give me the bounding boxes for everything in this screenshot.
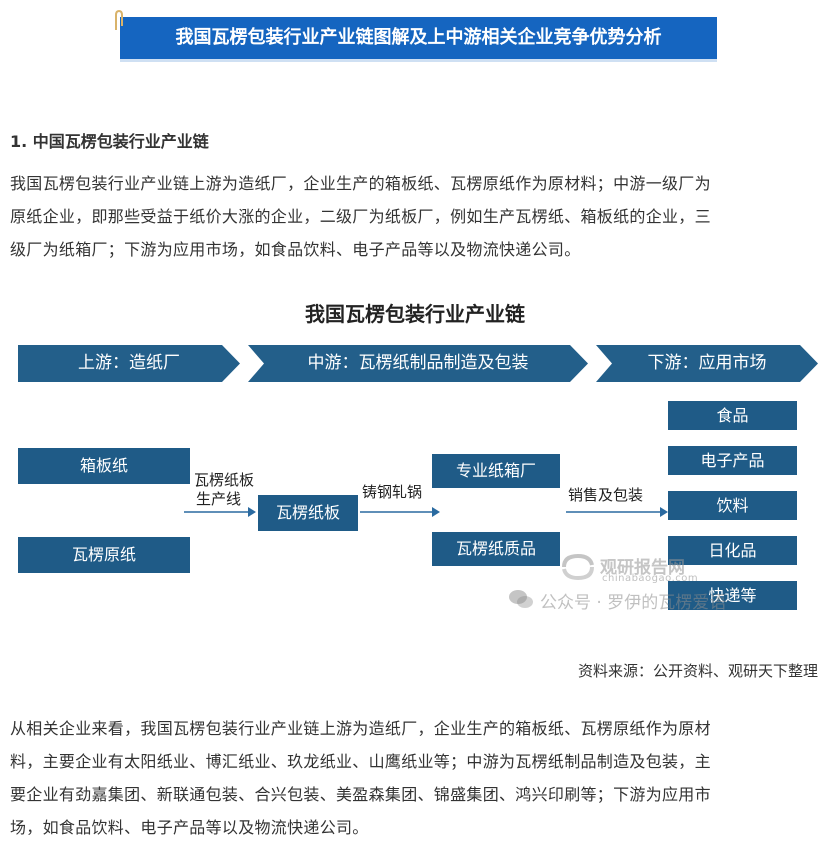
source-note: 资料来源：公开资料、观研天下整理 xyxy=(577,662,818,680)
stage-downstream: 下游：应用市场 xyxy=(596,345,818,382)
industry-chain-diagram: 我国瓦楞包装行业产业链 上游：造纸厂 中游：瓦楞纸制品制造及包装 下游：应用市场… xyxy=(0,290,830,620)
edge-label-casting: 铸钢轧锅 xyxy=(362,483,423,501)
section-heading: 1. 中国瓦楞包装行业产业链 xyxy=(10,132,209,151)
arrow-right-icon xyxy=(184,507,256,517)
downstream-box: 食品 xyxy=(668,401,797,430)
arrow-right-icon xyxy=(360,507,440,517)
closing-line: 从相关企业来看，我国瓦楞包装行业产业链上游为造纸厂，企业生产的箱板纸、瓦楞原纸作… xyxy=(10,719,711,738)
chevron-shape xyxy=(18,345,240,382)
closing-line: 要企业有劲嘉集团、新联通包装、合兴包装、美盈森集团、锦盛集团、鸿兴印刷等；下游为… xyxy=(10,785,711,804)
downstream-box: 日化品 xyxy=(668,536,797,565)
upstream-box: 瓦楞原纸 xyxy=(18,537,190,573)
downstream-box: 快递等 xyxy=(668,581,797,610)
chevron-shape xyxy=(248,345,588,382)
closing-line: 料，主要企业有太阳纸业、博汇纸业、玖龙纸业、山鹰纸业等；中游为瓦楞纸制品制造及包… xyxy=(10,752,711,771)
stage-upstream-label: 上游：造纸厂 xyxy=(78,353,180,373)
arrow-right-icon xyxy=(566,507,668,517)
midstream-box: 专业纸箱厂 xyxy=(432,454,560,488)
article-title: 我国瓦楞包装行业产业链图解及上中游相关企业竞争优势分析 xyxy=(175,27,662,48)
diagram-title: 我国瓦楞包装行业产业链 xyxy=(305,302,525,326)
downstream-box: 电子产品 xyxy=(668,446,797,475)
watermark-account: 公众号 · 罗伊的瓦楞爱语 xyxy=(540,593,727,613)
stage-upstream: 上游：造纸厂 xyxy=(18,345,240,382)
edge-label-line: 瓦楞纸板 xyxy=(194,471,255,489)
stage-midstream-label: 中游：瓦楞纸制品制造及包装 xyxy=(307,353,529,373)
edge-label-sales: 销售及包装 xyxy=(568,486,644,504)
intro-line: 我国瓦楞包装行业产业链上游为造纸厂，企业生产的箱板纸、瓦楞原纸作为原材料；中游一… xyxy=(10,174,711,193)
middle-box: 瓦楞纸板 xyxy=(258,495,358,531)
intro-paragraph: 我国瓦楞包装行业产业链上游为造纸厂，企业生产的箱板纸、瓦楞原纸作为原材料；中游一… xyxy=(10,167,822,266)
intro-line: 原纸企业，即那些受益于纸价大涨的企业，二级厂为纸板厂，例如生产瓦楞纸、箱板纸的企… xyxy=(10,207,711,226)
watermark-domain: chinabaogao.com xyxy=(602,573,699,584)
paperclip-icon xyxy=(115,10,123,30)
edge-label-production-line: 瓦楞纸板 生产线 xyxy=(194,471,254,509)
watermark-brand: 观研报告网 xyxy=(600,558,685,578)
intro-line: 级厂为纸箱厂；下游为应用市场，如食品饮料、电子产品等以及物流快递公司。 xyxy=(10,240,581,259)
title-banner: 我国瓦楞包装行业产业链图解及上中游相关企业竞争优势分析 xyxy=(120,17,717,59)
wechat-icon xyxy=(509,590,533,608)
title-banner-underline xyxy=(120,59,717,62)
stage-midstream: 中游：瓦楞纸制品制造及包装 xyxy=(248,345,588,382)
downstream-box: 饮料 xyxy=(668,491,797,520)
edge-label-line: 生产线 xyxy=(196,490,242,508)
upstream-box: 箱板纸 xyxy=(18,448,190,484)
midstream-box: 瓦楞纸质品 xyxy=(432,532,560,566)
brand-logo-icon xyxy=(562,553,594,581)
chevron-shape xyxy=(596,345,818,382)
closing-line: 场，如食品饮料、电子产品等以及物流快递公司。 xyxy=(10,818,369,837)
closing-paragraph: 从相关企业来看，我国瓦楞包装行业产业链上游为造纸厂，企业生产的箱板纸、瓦楞原纸作… xyxy=(10,712,822,844)
stage-downstream-label: 下游：应用市场 xyxy=(647,353,767,373)
